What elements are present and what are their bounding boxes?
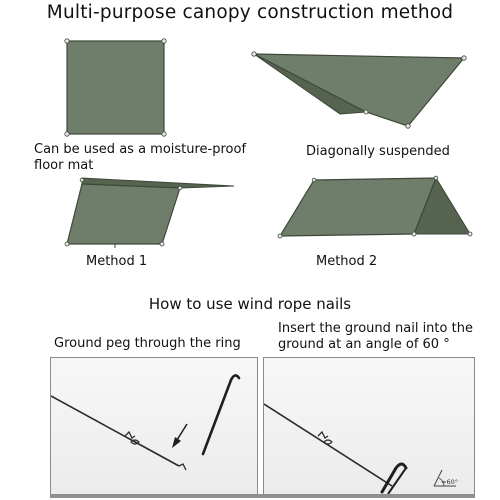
floor-mat-caption: Can be used as a moisture-proof floor ma… (34, 142, 247, 174)
angle-label: ≈60° (441, 478, 458, 486)
a-frame-tarp-figure (277, 175, 473, 239)
method-2-caption: Method 2 (316, 254, 378, 269)
peg-through-ring-figure (51, 374, 241, 471)
step-1-caption: Ground peg through the ring (54, 336, 241, 351)
peg-through-ring-panel (50, 357, 258, 497)
diagonal-tarp-figure (251, 51, 467, 129)
lean-to-tarp-figure (64, 177, 235, 248)
peg-in-ground-figure: ≈60° (264, 403, 458, 495)
diagonal-caption: Diagonally suspended (306, 144, 450, 159)
floor-mat-tarp-figure (64, 38, 167, 137)
peg-in-ground-panel: ≈60° (263, 357, 475, 497)
step-2-caption: Insert the ground nail into the ground a… (278, 321, 473, 353)
page-title: Multi-purpose canopy construction method (46, 2, 454, 23)
method-1-caption: Method 1 (86, 254, 148, 269)
ground-strip (50, 494, 475, 498)
section-title: How to use wind rope nails (148, 295, 352, 313)
